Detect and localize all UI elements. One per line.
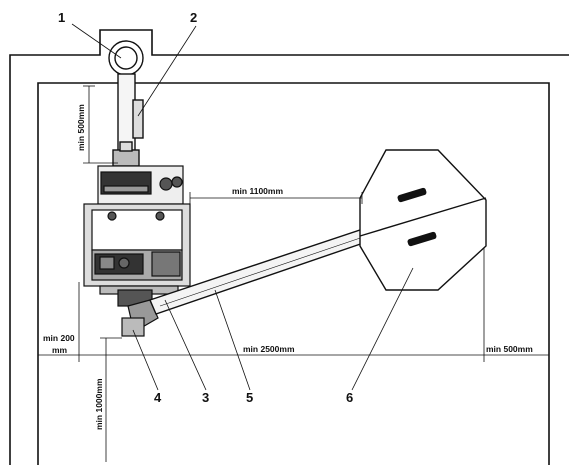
flue-cap [119, 141, 133, 152]
burner-base-plate [121, 317, 145, 337]
callout-5: 5 [246, 390, 253, 405]
callout-3: 3 [202, 390, 209, 405]
callout-2: 2 [190, 10, 197, 25]
hopper-handle-top [397, 187, 427, 203]
callout-6: 6 [346, 390, 353, 405]
dim-label-min-2500: min 2500mm [243, 344, 295, 354]
callout-leaders [71, 23, 414, 391]
leader-1 [71, 23, 122, 59]
flue-connector [112, 149, 140, 167]
dim-label-min-500-vertical: min 500mm [76, 104, 86, 151]
leader-6 [351, 267, 414, 391]
boiler-top-holes [103, 185, 149, 193]
flue-inner-circle [114, 46, 138, 70]
boiler-bolt-right [155, 211, 165, 221]
dim-label-min-500-right: min 500mm [486, 344, 533, 354]
callout-1: 1 [58, 10, 65, 25]
dim-label-min-1100: min 1100mm [232, 186, 283, 196]
leader-5 [214, 289, 251, 391]
leader-2 [137, 25, 197, 117]
flue-sensor [132, 99, 144, 139]
fuel-hopper [359, 149, 487, 291]
room-walls [9, 29, 569, 465]
callout-4: 4 [154, 390, 162, 405]
dimension-lines [38, 85, 549, 462]
dim-label-min-200-line2: mm [52, 345, 68, 355]
dim-label-min-200-line1: min 200 [43, 333, 75, 343]
hopper-divider [359, 197, 487, 237]
hopper-handle-bottom [407, 231, 437, 247]
hopper-octagon [359, 149, 487, 291]
boiler-top-knob [159, 177, 173, 191]
boiler [83, 165, 191, 337]
dim-label-min-1000-vertical: min 1000mm [94, 378, 104, 430]
auger-centerline [159, 233, 373, 307]
leader-3 [164, 299, 207, 391]
boiler-side-module [151, 251, 181, 277]
boiler-bolt-left [107, 211, 117, 221]
outer-wall [9, 29, 569, 465]
inner-wall [37, 82, 550, 465]
leader-4 [132, 329, 159, 391]
flue-pipe [108, 40, 144, 167]
boiler-display [99, 256, 115, 270]
boiler-top-knob-2 [171, 176, 183, 188]
boiler-main-outline [91, 209, 183, 251]
boiler-dial [118, 257, 130, 269]
